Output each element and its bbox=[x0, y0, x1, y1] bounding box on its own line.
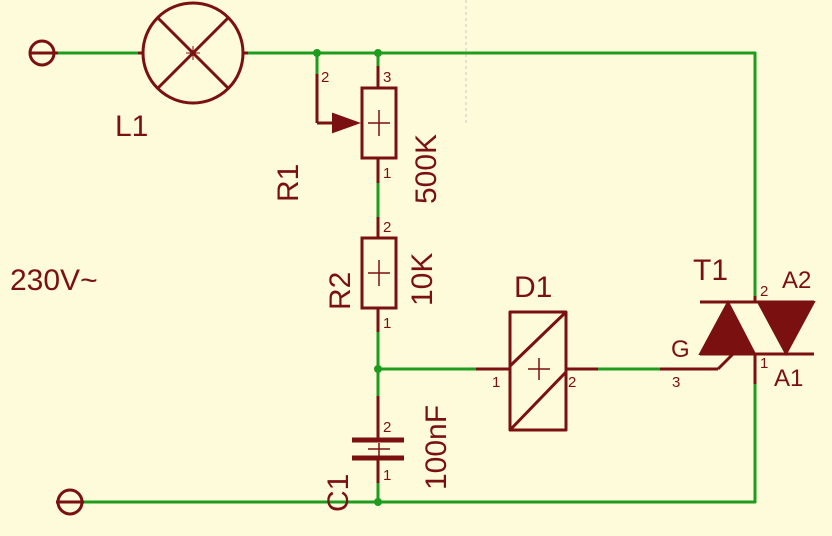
r2-value-label: 10K bbox=[406, 253, 439, 306]
r2-pin-1: 1 bbox=[383, 315, 391, 332]
lamp-body bbox=[141, 1, 245, 105]
r1-pin-3: 3 bbox=[383, 69, 391, 86]
r2-ref-label: R2 bbox=[324, 272, 357, 310]
potentiometer-r1: 2 3 1 R1 500K bbox=[272, 66, 443, 204]
r1-ref-label: R1 bbox=[272, 164, 305, 202]
c1-value-label: 100nF bbox=[420, 405, 453, 490]
junction-dot bbox=[374, 49, 382, 57]
terminal-bottom bbox=[56, 488, 84, 516]
r2-pin-2: 2 bbox=[383, 219, 391, 236]
t1-triangle-left bbox=[698, 299, 757, 355]
c1-ref-label: C1 bbox=[322, 474, 355, 512]
c1-pin-1: 1 bbox=[383, 467, 391, 484]
d1-ref-label: D1 bbox=[514, 271, 552, 304]
triac-t1: T1 A2 A1 G 2 1 3 bbox=[660, 254, 816, 392]
t1-pin-3: 3 bbox=[672, 374, 680, 391]
wires bbox=[56, 51, 757, 504]
terminal-top bbox=[28, 39, 56, 67]
junction-dot bbox=[374, 365, 382, 373]
r1-wiper-arrow bbox=[332, 112, 361, 134]
diac-d1: D1 1 2 bbox=[476, 271, 598, 432]
r1-pin-2: 2 bbox=[321, 69, 329, 86]
terminals: 230V~ bbox=[10, 39, 98, 516]
t1-pin-2: 2 bbox=[760, 283, 768, 300]
lamp-ref-label: L1 bbox=[115, 110, 148, 143]
junction-dot bbox=[313, 49, 321, 57]
c1-pin-2: 2 bbox=[383, 419, 391, 436]
t1-a1-label: A1 bbox=[774, 365, 803, 392]
t1-triangle-right bbox=[756, 301, 816, 357]
d1-pin-2: 2 bbox=[568, 374, 576, 391]
resistor-r2: 2 1 R2 10K bbox=[324, 217, 439, 332]
d1-triangle-upper bbox=[508, 310, 568, 368]
t1-gate-label: G bbox=[671, 336, 690, 363]
r1-pin-1: 1 bbox=[383, 165, 391, 182]
t1-pin-1: 1 bbox=[760, 355, 768, 372]
d1-triangle-lower bbox=[508, 370, 568, 432]
r1-value-label: 500K bbox=[410, 134, 443, 204]
lamp-l1: L1 bbox=[115, 1, 248, 143]
d1-pin-1: 1 bbox=[492, 374, 500, 391]
source-voltage-label: 230V~ bbox=[10, 264, 98, 297]
t1-a2-label: A2 bbox=[782, 267, 811, 294]
junctions bbox=[313, 49, 382, 506]
junction-dot bbox=[374, 498, 382, 506]
capacitor-c1: 2 1 C1 100nF bbox=[322, 396, 453, 512]
t1-ref-label: T1 bbox=[693, 254, 728, 287]
